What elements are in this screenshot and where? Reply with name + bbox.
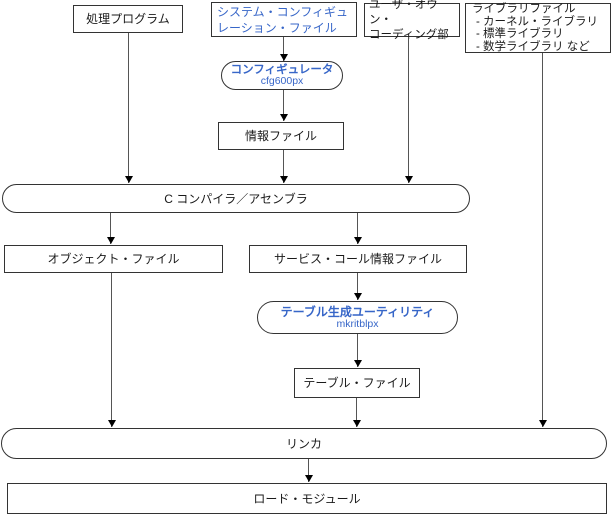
- node-load-module: ロード・モジュール: [7, 483, 607, 514]
- arrow-object-to-linker: [107, 273, 116, 427]
- arrow-compiler-to-service: [353, 213, 362, 244]
- node-linker: リンカ: [1, 428, 607, 459]
- node-processing-program: 処理プログラム: [73, 5, 183, 33]
- node-table-file-label: テーブル・ファイル: [303, 376, 411, 390]
- node-object-file-label: オブジェクト・ファイル: [47, 252, 180, 266]
- node-configurator: コンフィギュレータ cfg600px: [221, 61, 343, 90]
- node-info-file: 情報ファイル: [218, 122, 344, 150]
- node-library-files-item: - カーネル・ライブラリ: [476, 15, 599, 28]
- node-user-own-coding-line2: コーディング部: [369, 28, 449, 41]
- node-table-gen-utility-label: テーブル生成ユーティリティ: [280, 305, 435, 319]
- node-table-gen-utility: テーブル生成ユーティリティ mkritblpx: [257, 301, 458, 334]
- node-configurator-command: cfg600px: [260, 75, 304, 88]
- node-library-files-item: - 数学ライブラリ など: [476, 40, 590, 53]
- node-processing-program-label: 処理プログラム: [86, 12, 170, 26]
- node-configurator-label: コンフィギュレータ: [230, 63, 334, 76]
- arrow-user-to-compiler: [404, 37, 413, 183]
- node-linker-label: リンカ: [285, 436, 322, 451]
- node-system-config-file-line1: システム・コンフィギュ: [217, 4, 349, 19]
- node-c-compiler-assembler-label: C コンパイラ／アセンブラ: [164, 191, 308, 206]
- node-info-file-label: 情報ファイル: [244, 129, 317, 143]
- arrow-linker-to-loadmodule: [304, 459, 313, 482]
- node-table-gen-utility-command: mkritblpx: [336, 318, 379, 330]
- node-library-files: ライブラリファイル - カーネル・ライブラリ - 標準ライブラリ - 数学ライブ…: [465, 3, 611, 53]
- node-user-own-coding: ユーザ・オウン・ コーディング部: [364, 0, 460, 41]
- arrow-tablefile-to-linker: [352, 398, 361, 427]
- arrow-info-to-compiler: [279, 150, 288, 183]
- arrow-tablegen-to-tablefile: [353, 334, 362, 367]
- arrow-processing-to-compiler: [124, 33, 133, 183]
- arrow-configurator-to-info: [279, 90, 288, 121]
- arrow-system-to-configurator: [279, 37, 288, 61]
- node-service-call-info-file-label: サービス・コール情報ファイル: [273, 252, 442, 266]
- arrow-service-to-tablegen: [353, 273, 362, 300]
- arrow-library-to-linker: [538, 53, 547, 427]
- node-c-compiler-assembler: C コンパイラ／アセンブラ: [2, 184, 470, 213]
- arrow-compiler-to-object: [106, 213, 115, 244]
- node-table-file: テーブル・ファイル: [294, 368, 420, 398]
- node-system-config-file-line2: レーション・ファイル: [217, 20, 337, 35]
- node-library-files-item: - 標準ライブラリ: [476, 28, 564, 40]
- node-library-files-title: ライブラリファイル: [472, 3, 576, 15]
- node-object-file: オブジェクト・ファイル: [4, 245, 223, 273]
- node-system-config-file: システム・コンフィギュ レーション・ファイル: [211, 2, 357, 37]
- node-service-call-info-file: サービス・コール情報ファイル: [249, 245, 467, 273]
- node-user-own-coding-line1: ユーザ・オウン・: [369, 0, 438, 26]
- node-load-module-label: ロード・モジュール: [253, 491, 361, 506]
